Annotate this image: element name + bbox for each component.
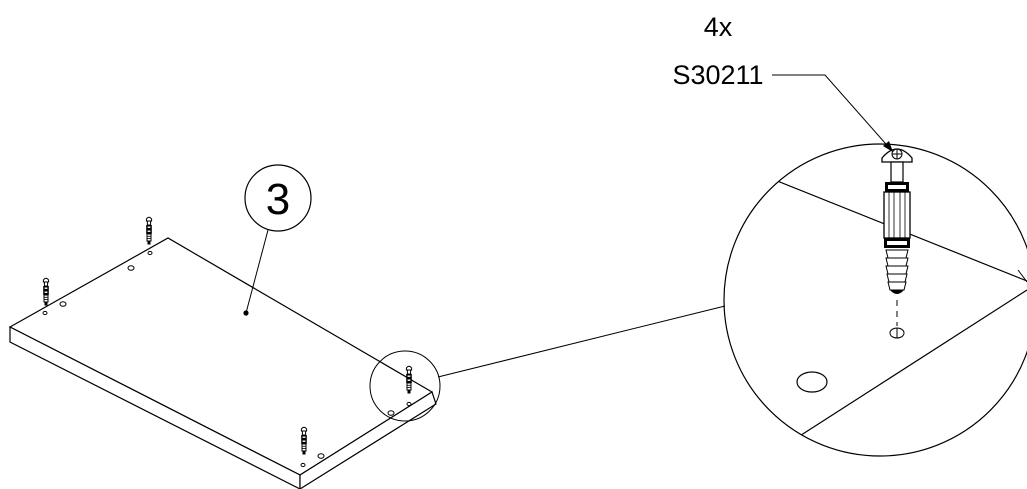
- panel-bolt-icon-1: [145, 216, 153, 245]
- panel-number-callout: 3: [244, 164, 312, 314]
- quantity-label: 4x: [704, 12, 733, 42]
- panel-3: [8, 216, 437, 489]
- detail-source-circle: [369, 305, 726, 422]
- panel-front-edge: [9, 326, 301, 489]
- panel-bolt-icon-4: [300, 426, 308, 455]
- part-code-callout: 4x S30211: [672, 12, 894, 153]
- part-code-label: S30211: [672, 60, 763, 90]
- panel-bolt-icon-3: [405, 365, 413, 394]
- panel-right-edge: [299, 391, 437, 489]
- panel-holes: [42, 250, 412, 468]
- panel-number-label: 3: [266, 175, 290, 224]
- detail-hole-large: [796, 371, 828, 393]
- callout-arrowhead: [883, 141, 893, 152]
- cam-dowel-bolt-icon: [881, 148, 913, 294]
- detail-view: [723, 143, 1027, 457]
- panel-bolt-icon-2: [42, 277, 50, 306]
